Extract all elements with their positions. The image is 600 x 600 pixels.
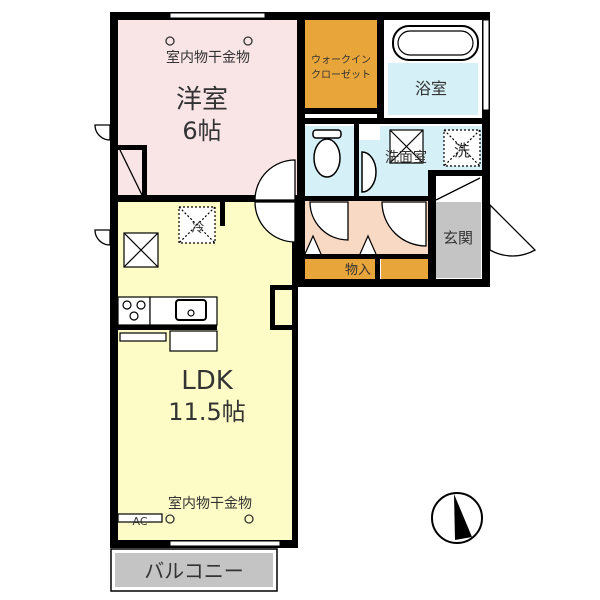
washroom-label: 洗面室 bbox=[385, 149, 427, 166]
bathroom-label: 浴室 bbox=[415, 79, 447, 98]
closet-label-1: ウォークイン bbox=[311, 54, 371, 66]
western-room-name: 洋室 bbox=[176, 85, 228, 115]
closet-label-2: クローゼット bbox=[311, 69, 371, 81]
balcony-outline bbox=[110, 548, 278, 592]
window-ldk-bottom bbox=[169, 540, 281, 547]
entrance-fill bbox=[436, 202, 481, 278]
wash-basin-icon bbox=[361, 151, 377, 193]
window-western-top bbox=[169, 12, 266, 19]
hanger-hooks bbox=[165, 36, 254, 524]
ac-label: AC bbox=[132, 515, 147, 528]
walk-in-closet-fill bbox=[305, 20, 377, 108]
north-arrow-icon bbox=[431, 492, 483, 544]
triangles bbox=[304, 234, 377, 255]
washer-mark: 洗 bbox=[454, 141, 470, 160]
ldk-size: 11.5帖 bbox=[168, 398, 245, 426]
kitchen-counter bbox=[118, 325, 217, 330]
door-swings bbox=[94, 124, 537, 257]
bathtub-inner bbox=[397, 30, 474, 56]
closet-door-line bbox=[119, 149, 143, 196]
western-room-size: 6帖 bbox=[182, 117, 221, 145]
storage-fill-1 bbox=[303, 259, 375, 279]
balcony-label: バルコニー bbox=[144, 559, 244, 583]
ldk-fixtures bbox=[117, 206, 218, 523]
bathroom-floor bbox=[388, 63, 478, 115]
storage-fill-2 bbox=[381, 259, 429, 279]
ldk-name: LDK bbox=[181, 366, 234, 396]
entrance-label: 玄関 bbox=[443, 229, 473, 247]
toilet-tank-icon bbox=[312, 129, 342, 139]
ldk-note: 室内物干金物 bbox=[168, 495, 252, 512]
toilet-bowl-icon bbox=[313, 138, 341, 178]
storage-label: 物入 bbox=[345, 263, 371, 278]
shoe-closet-line bbox=[435, 177, 481, 201]
washroom-fixtures bbox=[389, 129, 481, 167]
balcony-fill bbox=[115, 553, 273, 587]
fridge-mark: 冷 bbox=[191, 221, 204, 236]
window-bath bbox=[482, 19, 490, 111]
western-room-note: 室内物干金物 bbox=[166, 49, 250, 66]
